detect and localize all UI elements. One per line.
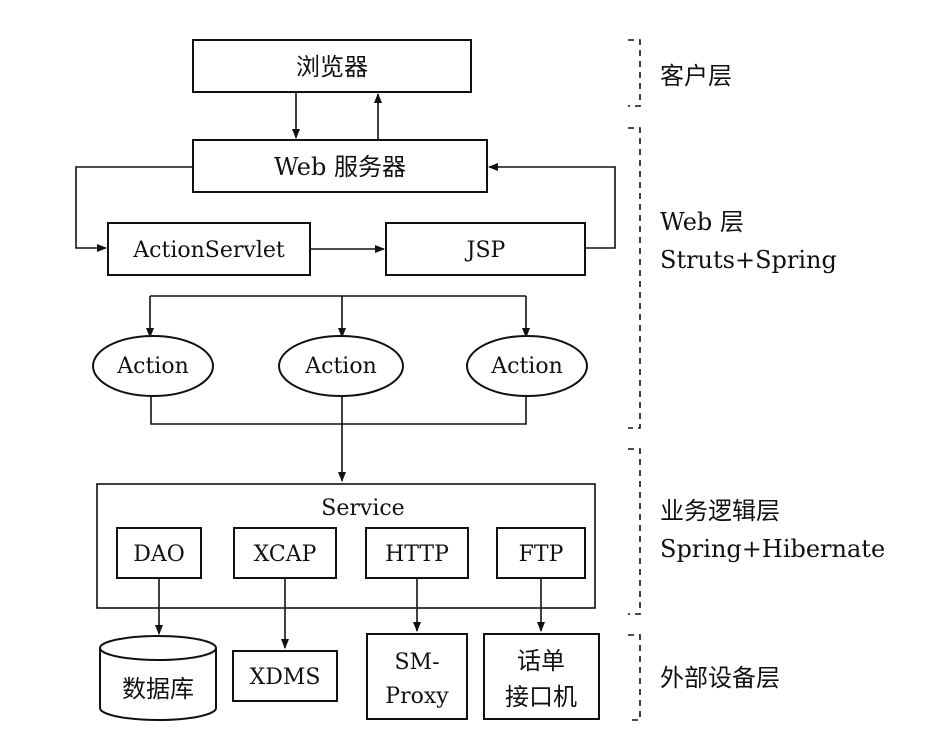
action-node: Action	[92, 335, 214, 397]
business-layer-label: 业务逻辑层	[660, 497, 780, 525]
http-module: HTTP	[365, 527, 469, 579]
database-node: 数据库	[99, 635, 217, 721]
ftp-label: FTP	[519, 542, 564, 567]
action-servlet-node: ActionServlet	[107, 222, 311, 276]
dao-label: DAO	[133, 542, 185, 567]
database-label: 数据库	[122, 675, 194, 703]
action-label: Action	[490, 354, 563, 379]
client-layer-label: 客户层	[660, 62, 732, 90]
sm-proxy-label-line1: SM-	[394, 650, 439, 675]
sm-proxy-label-line2: Proxy	[385, 684, 449, 709]
action-label: Action	[304, 354, 377, 379]
external-layer-bracket	[628, 634, 641, 721]
http-label: HTTP	[385, 542, 449, 567]
action-servlet-label: ActionServlet	[132, 238, 285, 263]
web-server-node: Web 服务器	[192, 139, 488, 193]
external-layer-label: 外部设备层	[660, 664, 780, 692]
business-layer-framework: Spring+Hibernate	[660, 535, 885, 563]
action-node: Action	[278, 335, 404, 397]
web-layer-bracket	[628, 127, 641, 429]
dao-module: DAO	[116, 527, 202, 579]
browser-label: 浏览器	[296, 53, 368, 81]
service-container: Service	[96, 483, 596, 609]
browser-node: 浏览器	[192, 39, 472, 93]
call-record-label-line1: 话单	[517, 647, 565, 675]
action-merge-bus	[150, 396, 527, 425]
jsp-node: JSP	[385, 222, 586, 276]
xcap-module: XCAP	[233, 527, 337, 579]
business-layer-bracket	[628, 448, 641, 615]
call-record-label-line2: 接口机	[505, 683, 577, 711]
xcap-label: XCAP	[254, 542, 317, 567]
action-node: Action	[466, 335, 588, 397]
arrow-jsp-to-webserver	[488, 163, 616, 249]
web-server-label: Web 服务器	[274, 153, 406, 181]
arrow-webserver-to-actionservlet	[75, 166, 193, 252]
action-label: Action	[116, 354, 189, 379]
web-layer-label: Web 层	[660, 208, 744, 236]
ftp-module: FTP	[496, 527, 586, 579]
jsp-label: JSP	[465, 238, 506, 263]
service-label: Service	[321, 496, 404, 521]
call-record-node: 话单 接口机	[483, 633, 600, 720]
sm-proxy-node: SM- Proxy	[366, 633, 468, 720]
xdms-label: XDMS	[250, 665, 321, 690]
client-layer-bracket	[628, 39, 641, 107]
web-layer-framework: Struts+Spring	[660, 246, 837, 274]
xdms-node: XDMS	[232, 650, 338, 702]
